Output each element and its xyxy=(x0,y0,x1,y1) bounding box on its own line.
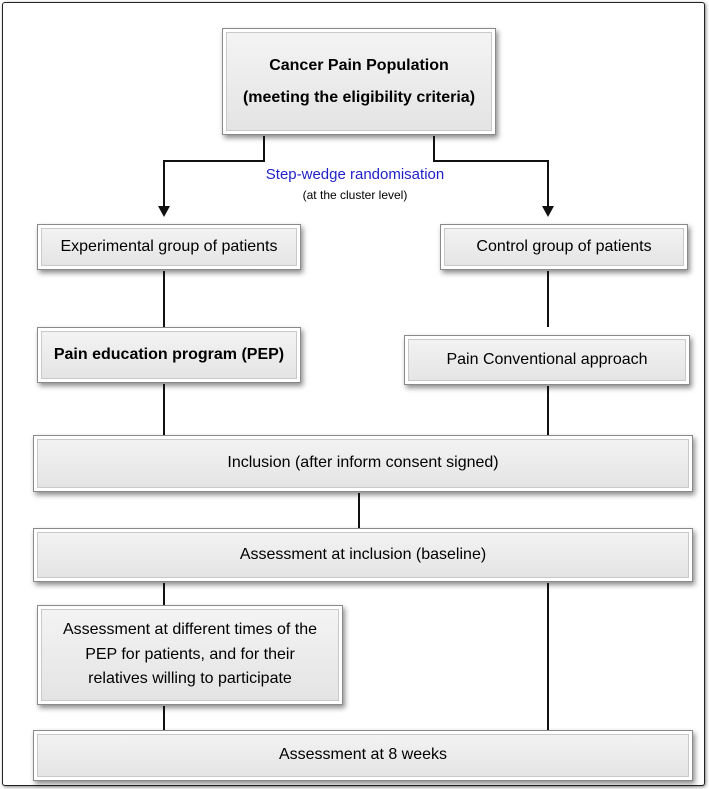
connector-inclusion-to-baseline xyxy=(358,493,360,528)
connector-pep-to-inclusion xyxy=(163,384,165,435)
connector-top-right-horizontal xyxy=(433,160,549,162)
connector-left-down xyxy=(163,160,165,208)
population-box: Cancer Pain Population (meeting the elig… xyxy=(222,28,496,135)
randomisation-title: Step-wedge randomisation xyxy=(265,166,445,183)
inclusion-box: Inclusion (after inform consent signed) xyxy=(33,435,693,492)
baseline-assessment-box: Assessment at inclusion (baseline) xyxy=(33,528,693,582)
connector-conventional-to-inclusion xyxy=(547,386,549,435)
connector-top-left-down xyxy=(263,136,265,161)
connector-pep-assessment-to-final xyxy=(163,706,165,730)
pep-box: Pain education program (PEP) xyxy=(37,327,301,383)
control-group-label: Control group of patients xyxy=(476,237,652,255)
experimental-group-label: Experimental group of patients xyxy=(60,237,278,255)
pep-assessment-line3: relatives willing to participate xyxy=(88,670,292,688)
conventional-approach-box: Pain Conventional approach xyxy=(404,335,690,385)
population-title: Cancer Pain Population xyxy=(269,56,449,74)
pep-assessment-box: Assessment at different times of the PEP… xyxy=(37,605,343,705)
connector-right-down xyxy=(547,160,549,208)
connector-top-right-down xyxy=(433,136,435,161)
baseline-assessment-label: Assessment at inclusion (baseline) xyxy=(239,545,487,563)
pep-assessment-line1: Assessment at different times of the xyxy=(62,620,318,638)
conventional-approach-label: Pain Conventional approach xyxy=(446,350,648,368)
final-assessment-label: Assessment at 8 weeks xyxy=(278,746,448,764)
connector-experimental-to-pep xyxy=(163,271,165,327)
randomisation-subtitle: (at the cluster level) xyxy=(302,188,408,202)
pep-label: Pain education program (PEP) xyxy=(53,345,285,363)
experimental-group-box: Experimental group of patients xyxy=(37,224,301,270)
connector-control-to-conventional xyxy=(547,271,549,327)
final-assessment-box: Assessment at 8 weeks xyxy=(33,730,693,781)
inclusion-label: Inclusion (after inform consent signed) xyxy=(227,454,499,472)
arrow-to-experimental xyxy=(158,206,170,217)
population-subtitle: (meeting the eligibility criteria) xyxy=(242,88,476,106)
pep-assessment-line2: PEP for patients, and for their xyxy=(85,645,295,663)
arrow-to-control xyxy=(542,206,554,217)
control-group-box: Control group of patients xyxy=(440,224,688,270)
connector-baseline-to-final-right xyxy=(547,583,549,751)
connector-top-left-horizontal xyxy=(163,160,265,162)
connector-baseline-to-pep-assessment xyxy=(163,583,165,605)
